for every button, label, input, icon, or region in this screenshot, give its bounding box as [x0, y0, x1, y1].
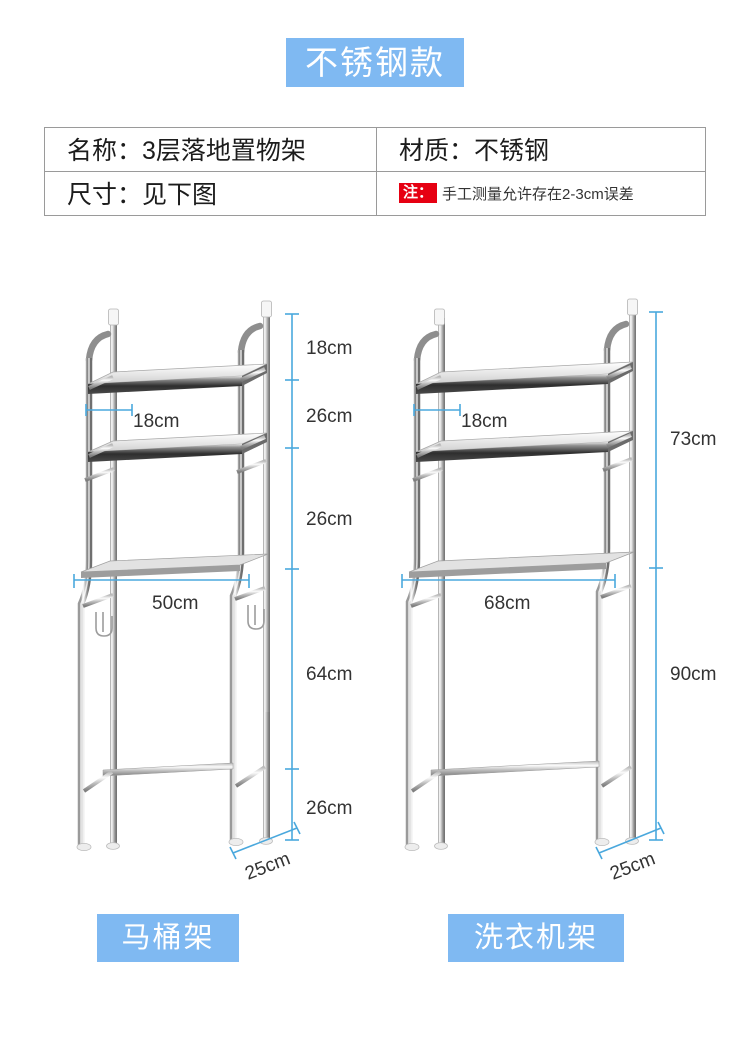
rack-bottom-crossbar [82, 762, 267, 793]
dim-label: 25cm [242, 848, 293, 884]
foot-pad [594, 838, 610, 847]
rack-hooks [95, 605, 265, 637]
spec-table: 名称：3层落地置物架 材质：不锈钢 尺寸：见下图 注： 手工测量允许存在2-3c… [44, 127, 706, 216]
rack-bottom-crossbar [410, 760, 633, 793]
caption-banner-washing-machine-rack: 洗衣机架 [448, 914, 624, 962]
spec-cell-size: 尺寸：见下图 [45, 171, 377, 215]
post-cap [261, 300, 272, 318]
spec-name-value: 名称：3层落地置物架 [67, 137, 306, 166]
right-rack-dimensions [401, 311, 665, 860]
page-title-banner: 不锈钢款 [286, 38, 464, 87]
right-rack-illustration: 73cm 90cm 18cm 68cm 25cm [401, 298, 716, 885]
note-badge: 注： [399, 183, 438, 204]
post-cap [627, 298, 638, 316]
spec-cell-material: 材质：不锈钢 [377, 128, 705, 171]
dim-label: 26cm [306, 406, 352, 427]
post-cap [434, 308, 445, 326]
foot-pad [404, 843, 420, 852]
rack-shelf-bottom [408, 551, 635, 578]
left-rack-dimensions [73, 313, 301, 860]
dim-label: 64cm [306, 664, 352, 685]
spec-material-value: 材质：不锈钢 [399, 137, 550, 166]
page-title: 不锈钢款 [305, 44, 445, 81]
foot-pad [228, 838, 244, 847]
spec-cell-name: 名称：3层落地置物架 [45, 128, 377, 171]
foot-pad [625, 837, 639, 845]
dim-label: 18cm [461, 411, 507, 432]
rack-shelf-bottom [80, 553, 269, 578]
dim-label: 73cm [670, 429, 716, 450]
foot-pad [434, 842, 448, 850]
dim-label: 90cm [670, 664, 716, 685]
foot-pad [106, 842, 120, 850]
caption-label: 洗衣机架 [473, 921, 598, 954]
dim-label: 26cm [306, 798, 352, 819]
product-dimension-diagram: 18cm 26cm 26cm 64cm 26cm 18cm 50cm 25cm [0, 280, 750, 900]
dim-label: 18cm [306, 338, 352, 359]
left-rack-illustration: 18cm 26cm 26cm 64cm 26cm 18cm 50cm 25cm [73, 300, 352, 885]
post-cap [108, 308, 119, 326]
spec-cell-note: 注： 手工测量允许存在2-3cm误差 [377, 172, 705, 216]
caption-label: 马桶架 [121, 921, 215, 954]
dim-label: 26cm [306, 509, 352, 530]
measurement-note: 注： 手工测量允许存在2-3cm误差 [399, 183, 634, 204]
rack-side-rails [410, 365, 633, 608]
dim-label: 18cm [133, 411, 179, 432]
spec-size-value: 尺寸：见下图 [67, 181, 218, 210]
table-row: 名称：3层落地置物架 材质：不锈钢 [45, 128, 705, 172]
dim-label: 50cm [152, 593, 198, 614]
note-text: 手工测量允许存在2-3cm误差 [442, 185, 634, 203]
foot-pad [76, 843, 92, 852]
table-row: 尺寸：见下图 注： 手工测量允许存在2-3cm误差 [45, 171, 705, 216]
dim-label: 25cm [607, 848, 658, 884]
rack-shelf-middle [415, 430, 634, 462]
rack-shelf-top [415, 361, 634, 394]
caption-banner-toilet-rack: 马桶架 [97, 914, 239, 962]
right-rack-dimension-labels: 73cm 90cm 18cm 68cm 25cm [461, 411, 716, 885]
dim-label: 68cm [484, 593, 530, 614]
rack-side-rails [82, 367, 267, 608]
